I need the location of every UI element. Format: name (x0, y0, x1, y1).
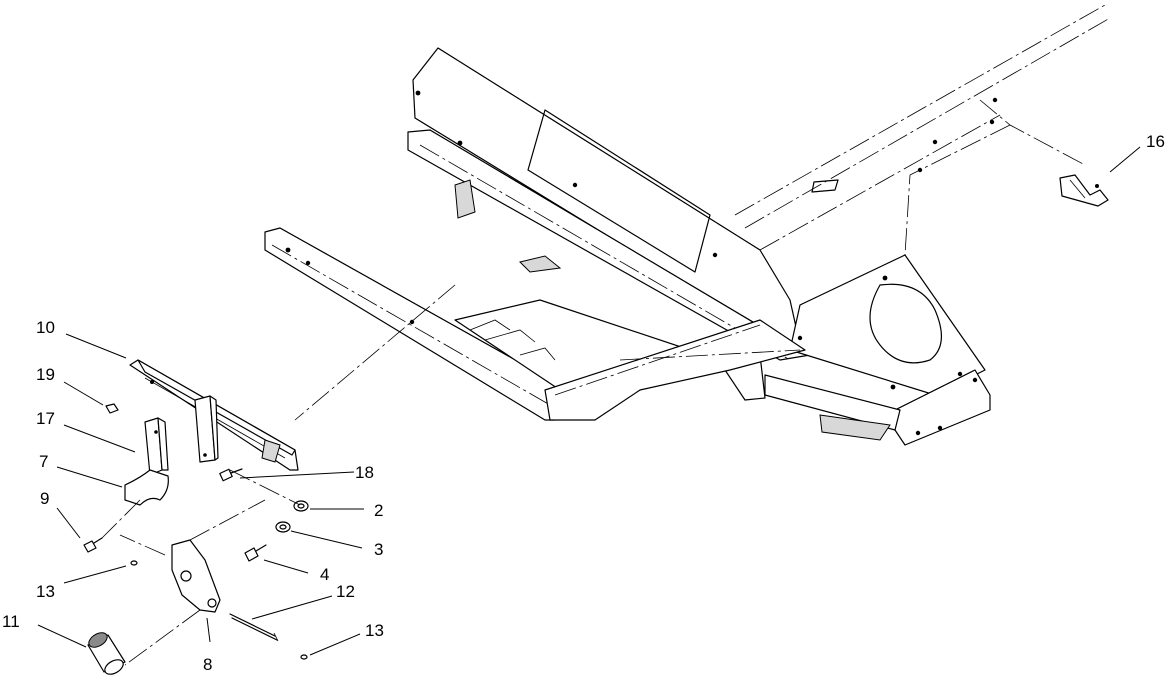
callout-4: 4 (320, 565, 329, 584)
alignment-line-c (119, 534, 166, 556)
part-17-second-bracket (194, 395, 219, 463)
part-19-nut (105, 403, 119, 414)
part-18-bolt (219, 468, 243, 482)
callout-2: 2 (374, 501, 383, 520)
alignment-line-a (229, 469, 301, 506)
callout-3: 3 (374, 540, 383, 559)
callout-9: 9 (40, 489, 49, 508)
front-arm-assembly (264, 227, 806, 421)
callout-10: 10 (36, 318, 55, 337)
callout-8: 8 (203, 655, 212, 674)
callout-labels: 10 19 17 7 9 13 11 8 12 13 4 3 2 18 16 (2, 132, 1165, 674)
part-12-pin (229, 613, 279, 642)
part-13-ring-upper (130, 560, 138, 566)
part-4-bolt (244, 544, 267, 562)
part-17-bracket (144, 417, 169, 476)
alignment-line-b (189, 499, 266, 541)
assembly-center-line (294, 284, 456, 421)
part-16-hook-bracket (1059, 174, 1109, 207)
callout-16: 16 (1146, 132, 1165, 151)
callout-13-upper: 13 (36, 582, 55, 601)
callout-12: 12 (336, 582, 355, 601)
alignment-line-d (124, 609, 201, 666)
part-9-bolt (83, 537, 103, 553)
callout-13-lower: 13 (365, 621, 384, 640)
alignment-line-e (99, 499, 141, 541)
callout-19: 19 (36, 365, 55, 384)
callout-11: 11 (2, 612, 20, 631)
part-2-washer (293, 500, 309, 512)
callout-17: 17 (36, 409, 55, 428)
part-7-hook (124, 469, 169, 506)
callout-18: 18 (355, 463, 374, 482)
part-8-pivot-bracket (171, 539, 221, 613)
main-frame (407, 4, 1111, 446)
callout-7: 7 (39, 452, 48, 471)
part-13-ring-lower (300, 654, 308, 660)
part-11-roller (87, 632, 126, 675)
part-3-washer (275, 521, 291, 533)
